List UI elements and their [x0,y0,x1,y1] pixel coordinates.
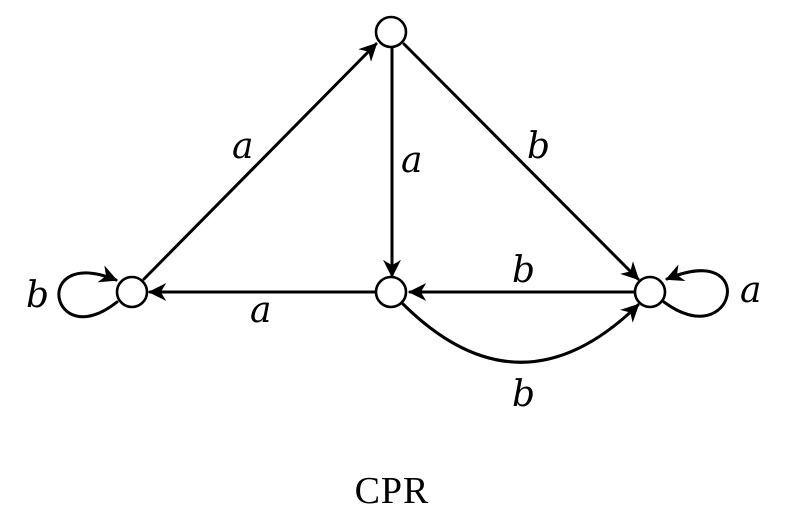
state-node-middle [374,275,408,309]
state-node-top [374,15,408,49]
edge-middle-to-right-curved [401,302,640,364]
edge-label-middle-to-left: a [250,290,271,331]
state-node-right [633,275,667,309]
edge-label-right-to-middle: b [512,250,535,291]
edge-label-left-to-top: a [232,126,253,167]
edge-right-self-loop [662,264,729,318]
state-node-left [115,275,149,309]
edge-label-middle-to-right-curved: b [512,374,535,415]
edge-label-top-to-right: b [527,126,550,167]
edge-label-left-self-loop: b [26,275,49,316]
edge-left-to-top [142,42,378,281]
edge-left-self-loop [57,265,119,319]
edge-label-top-to-middle: a [401,140,422,181]
edge-top-to-right [402,42,640,281]
edge-label-right-self-loop: a [740,270,761,311]
diagram-caption: CPR [355,470,430,511]
